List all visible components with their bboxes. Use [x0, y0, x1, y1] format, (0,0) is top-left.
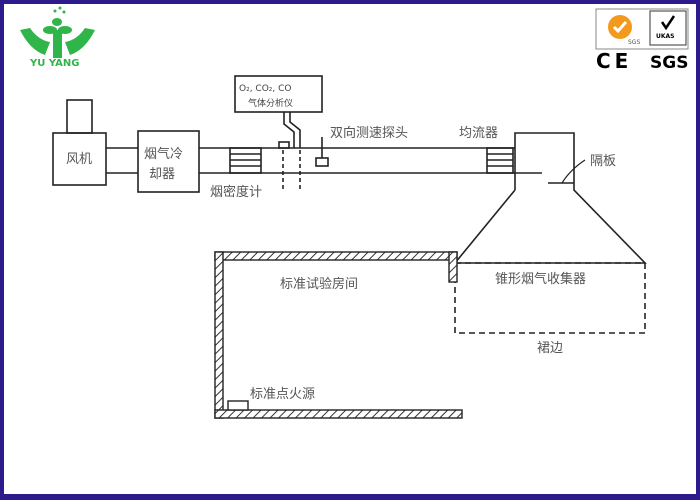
certification-logos: SGS UKAS CE SGS — [595, 8, 689, 73]
ukas-check-icon — [660, 15, 676, 31]
yuyang-logo: YU YANG — [20, 6, 95, 69]
ignition-source-box — [227, 400, 249, 411]
ce-mark: CE — [596, 49, 632, 73]
smoke-collector-hood — [453, 132, 647, 264]
smoke-meter-label: 烟密度计 — [210, 184, 262, 200]
probe-label: 双向测速探头 — [330, 125, 408, 141]
cooler-label-2: 却器 — [149, 167, 175, 182]
fan-exhaust — [66, 99, 93, 134]
room-label: 标准试验房间 — [280, 276, 358, 292]
collector-label: 锥形烟气收集器 — [495, 271, 586, 287]
smoke-cooler-box — [137, 130, 200, 193]
ukas-label: UKAS — [656, 33, 675, 40]
cooler-label-1: 烟气冷 — [144, 146, 183, 162]
flow-straightener-label: 均流器 — [459, 126, 498, 141]
fan-box — [52, 132, 107, 186]
test-room-walls — [214, 251, 463, 419]
sensor-box — [278, 141, 290, 149]
skirt-outline — [454, 262, 646, 334]
skirt-label: 裙边 — [537, 341, 563, 356]
sgs-mark: SGS — [650, 53, 688, 73]
baffle-label: 隔板 — [590, 154, 616, 169]
flow-straightener-1 — [229, 147, 262, 174]
flow-straightener-2 — [486, 147, 514, 174]
brand-name: YU YANG — [29, 58, 79, 69]
ignition-label: 标准点火源 — [250, 387, 315, 402]
sgs-badge-label: SGS — [628, 39, 640, 46]
fan-label: 风机 — [66, 152, 92, 167]
analyzer-label-2: 气体分析仪 — [248, 97, 293, 109]
gas-analyzer-box — [234, 75, 323, 113]
probe-head — [315, 157, 329, 167]
analyzer-label-1: O₂, CO₂, CO — [239, 84, 291, 94]
